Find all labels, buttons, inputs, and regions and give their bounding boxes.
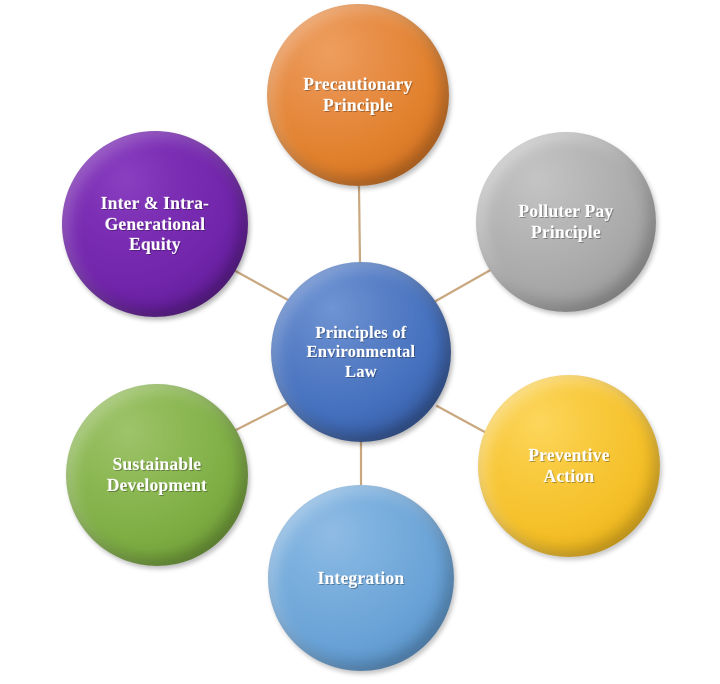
node-label-integration: Integration	[317, 567, 405, 588]
connector-center-to-equity	[228, 266, 290, 302]
connector-center-to-sustainable	[230, 402, 289, 434]
node-integration[interactable]: Integration	[268, 485, 454, 671]
connector-center-to-preventive	[435, 404, 494, 438]
connector-center-to-precautionary	[357, 185, 362, 264]
connector-center-to-polluter	[432, 266, 496, 304]
